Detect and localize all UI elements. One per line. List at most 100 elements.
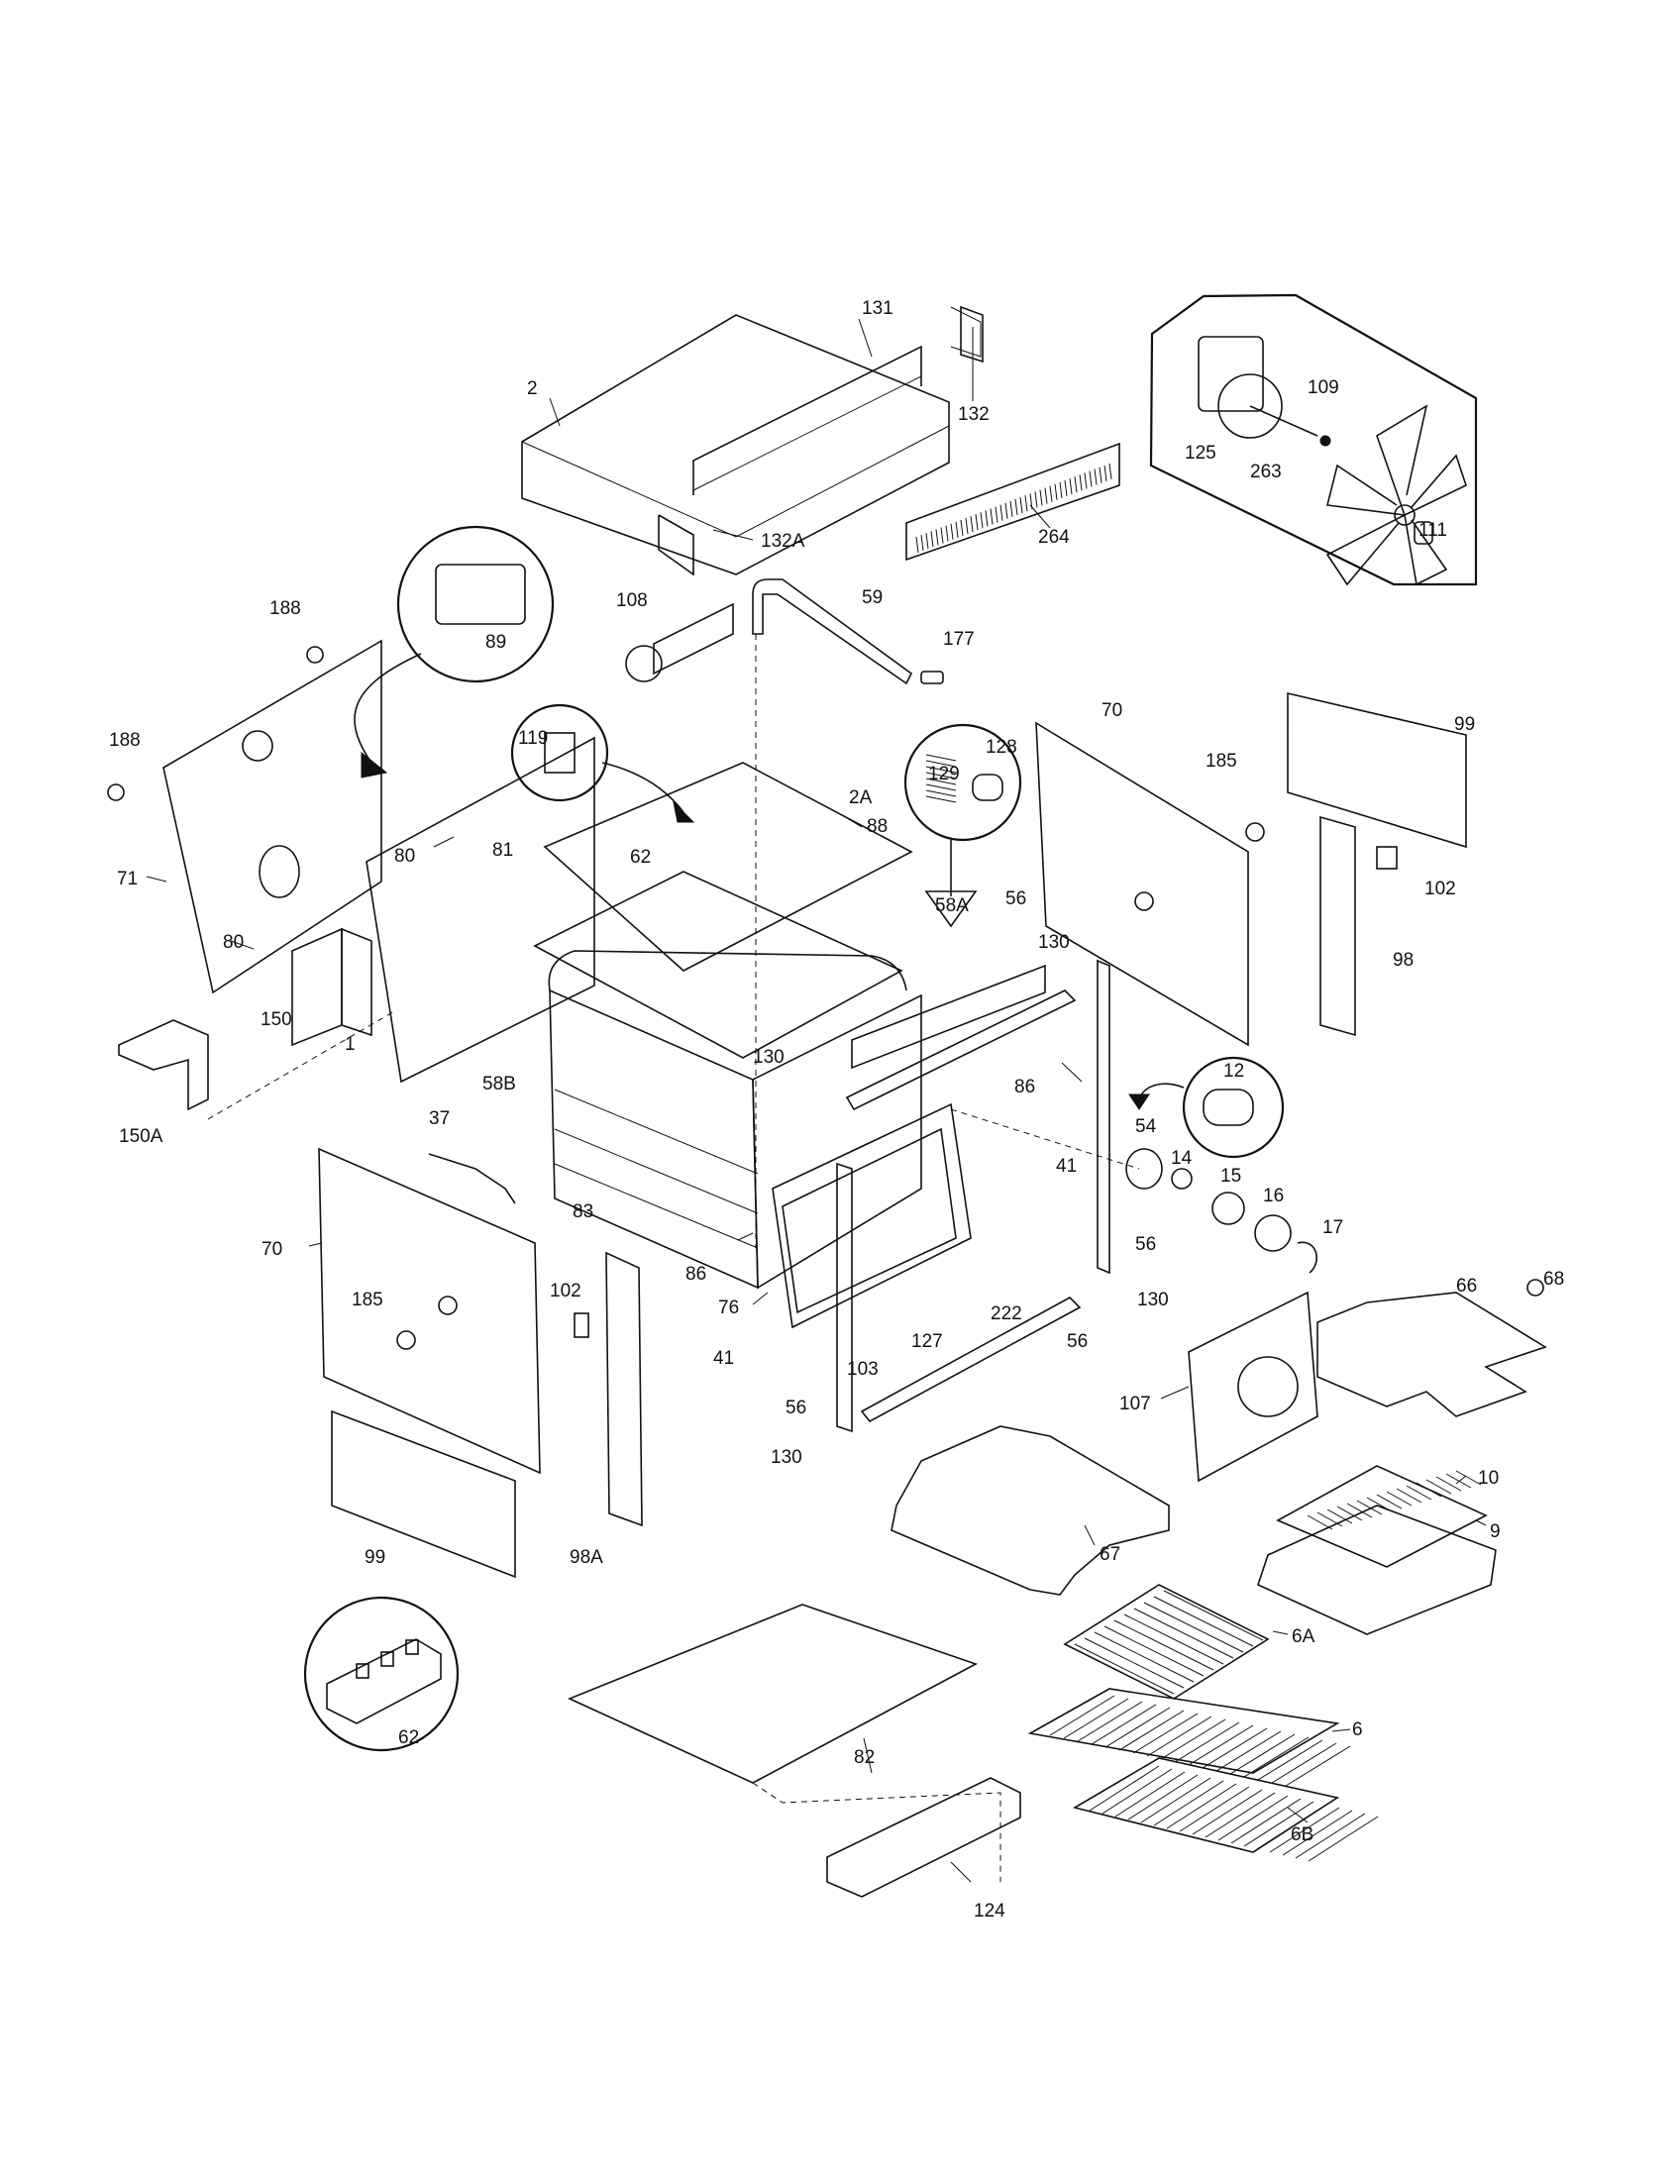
label-89: 89: [485, 632, 506, 653]
label-102a: 102: [1424, 879, 1456, 899]
label-10: 10: [1478, 1468, 1499, 1489]
label-41a: 41: [1056, 1156, 1077, 1177]
label-15: 15: [1220, 1166, 1241, 1187]
label-150: 150: [261, 1009, 292, 1030]
label-177: 177: [943, 629, 975, 650]
front-side-panel: [318, 1147, 541, 1475]
label-67: 67: [1100, 1544, 1120, 1565]
broil-pan-9: [1257, 1505, 1497, 1635]
label-37: 37: [429, 1108, 450, 1129]
fan-blade-icon: [1325, 404, 1467, 586]
callout-12: [1128, 1056, 1285, 1159]
label-54: 54: [1135, 1116, 1157, 1137]
callout-89: [354, 525, 555, 779]
label-131: 131: [862, 298, 893, 319]
label-127: 127: [911, 1331, 943, 1352]
label-99b: 99: [365, 1547, 385, 1568]
label-102b: 102: [550, 1281, 581, 1301]
trim-56: [836, 959, 1110, 1433]
label-80a: 80: [394, 846, 415, 867]
label-130c: 130: [1137, 1290, 1169, 1310]
probe-37: [428, 1153, 516, 1204]
label-56d: 56: [786, 1398, 806, 1418]
washer-icon: [1319, 435, 1331, 447]
label-14: 14: [1171, 1148, 1193, 1169]
part-number-labels: 131 132 2 132A 264 125 109 263 111 188 1…: [109, 298, 1564, 1922]
panel-99-upper: [1287, 691, 1467, 849]
label-83: 83: [573, 1201, 593, 1222]
label-188b: 188: [109, 730, 141, 751]
broil-grid-10: [1276, 1465, 1488, 1568]
tray-124: [826, 1777, 1021, 1898]
bottom-panel-82: [567, 1604, 1001, 1882]
label-6A: 6A: [1292, 1626, 1315, 1647]
label-6B: 6B: [1291, 1824, 1313, 1845]
label-56c: 56: [1067, 1331, 1088, 1352]
label-99a: 99: [1454, 714, 1475, 735]
label-130a: 130: [1038, 932, 1070, 953]
label-1: 1: [345, 1034, 356, 1055]
label-70b: 70: [262, 1239, 282, 1260]
rack-6A: [1063, 1584, 1270, 1700]
label-2: 2: [527, 378, 538, 399]
label-111: 111: [1418, 520, 1447, 541]
label-132: 132: [958, 404, 990, 425]
transformer-150: [291, 927, 372, 1047]
bracket-150A: [118, 1019, 209, 1111]
label-98: 98: [1393, 950, 1414, 971]
label-16: 16: [1263, 1186, 1284, 1206]
label-86a: 86: [1014, 1077, 1035, 1097]
convection-motor-icon: [1198, 336, 1318, 439]
bracket-98A: [574, 1251, 643, 1527]
label-58A: 58A: [935, 895, 969, 916]
rack-6B: [1072, 1757, 1379, 1862]
label-119: 119: [518, 728, 548, 749]
label-222: 222: [991, 1303, 1022, 1324]
rack-6: [1027, 1688, 1351, 1787]
label-56b: 56: [1135, 1234, 1156, 1255]
label-66: 66: [1456, 1276, 1477, 1297]
convection-motor-callout: [1149, 293, 1478, 586]
label-263: 263: [1250, 462, 1282, 482]
label-59: 59: [862, 587, 883, 608]
label-264: 264: [1038, 527, 1070, 548]
label-41b: 41: [713, 1348, 734, 1369]
label-107: 107: [1119, 1394, 1151, 1414]
rear-vent: [905, 442, 1120, 562]
oven-frame: [366, 736, 1140, 1329]
label-188a: 188: [269, 598, 301, 619]
label-80b: 80: [223, 932, 244, 953]
label-62b: 62: [398, 1727, 419, 1748]
right-side-panel: [1035, 721, 1265, 1047]
callout-62: [303, 1596, 460, 1752]
label-130d: 130: [771, 1447, 802, 1468]
label-132A: 132A: [761, 531, 805, 552]
rear-panel-107: [1188, 1291, 1318, 1483]
label-109: 109: [1308, 377, 1339, 398]
label-82: 82: [854, 1747, 875, 1768]
label-128: 128: [986, 737, 1017, 758]
label-68: 68: [1543, 1269, 1564, 1290]
label-98A: 98A: [570, 1547, 603, 1568]
label-108: 108: [616, 590, 648, 611]
label-124: 124: [974, 1901, 1005, 1922]
label-125: 125: [1185, 443, 1216, 464]
label-150A: 150A: [119, 1126, 163, 1147]
bake-element-67: [891, 1425, 1170, 1596]
nut-icon: [1414, 521, 1433, 545]
label-130b: 130: [753, 1047, 785, 1068]
label-17: 17: [1322, 1217, 1343, 1238]
label-58B: 58B: [482, 1074, 516, 1094]
bracket-98: [1319, 815, 1398, 1037]
broil-element-66: [1316, 1279, 1547, 1417]
label-2A: 2A: [849, 787, 873, 808]
callout-129: [903, 723, 1022, 928]
label-129: 129: [928, 764, 960, 784]
label-12: 12: [1223, 1061, 1244, 1082]
left-side-panel: [107, 639, 382, 994]
light-assembly: [1125, 1148, 1317, 1274]
blower-108: [625, 602, 734, 682]
label-86b: 86: [685, 1264, 706, 1285]
label-81: 81: [492, 840, 513, 861]
top-cover: [521, 305, 984, 576]
